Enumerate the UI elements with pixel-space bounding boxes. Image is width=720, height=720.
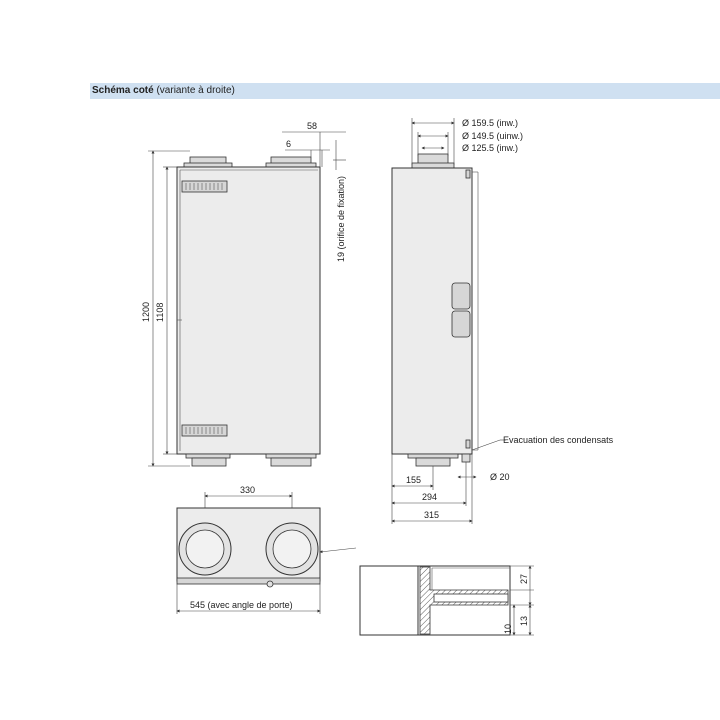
header-title-rest: (variante à droite) [153, 85, 235, 96]
section-header: Schéma coté (variante à droite) [90, 83, 720, 99]
dim-294-label: 294 [422, 492, 437, 502]
front-top-flange-left [183, 162, 233, 168]
condensate-nozzle [461, 453, 471, 463]
side-bottom-duct [415, 457, 451, 467]
dim-27-label: 27 [519, 574, 529, 584]
front-bottom-flange-right [265, 453, 317, 459]
diam-149-label: Ø 149.5 (uinw.) [462, 131, 523, 141]
front-bottom-grille [181, 424, 228, 437]
condensate-label: Evacuation des condensats [503, 435, 614, 445]
side-view: Evacuation des condensats Ø 159.5 (inw.)… [391, 118, 614, 524]
dim-58-label: 58 [307, 121, 317, 131]
side-handle-lower [451, 310, 471, 338]
diam-125-label: Ø 125.5 (inw.) [462, 143, 518, 153]
bottom-view: 330 545 (avec angle de porte) [176, 485, 357, 614]
side-top-duct [417, 153, 449, 165]
front-top-grille [181, 180, 228, 193]
dim-20-label: Ø 20 [490, 472, 510, 482]
front-top-flange-right [265, 162, 317, 168]
front-view: 58 6 19 (orifice de fixation) 1200 1108 [141, 121, 346, 467]
side-handle-upper [451, 282, 471, 310]
side-top-flange [411, 162, 455, 169]
dim-330-label: 330 [240, 485, 255, 495]
dim-6-label: 6 [286, 139, 291, 149]
front-bottom-flange-left [185, 453, 231, 459]
header-title-bold: Schéma coté [92, 85, 154, 96]
dim-1108-label: 1108 [155, 303, 165, 322]
dim-545-label: 545 (avec angle de porte) [190, 600, 293, 610]
side-bottom-flange [407, 453, 459, 459]
dim-315-label: 315 [424, 510, 439, 520]
dim-10-label: 10 [503, 624, 513, 634]
diam-159-label: Ø 159.5 (inw.) [462, 118, 518, 128]
dim-13-label: 13 [519, 616, 529, 626]
front-bottom-collar-left [191, 457, 227, 467]
dim-19-label: 19 (orifice de fixation) [336, 176, 346, 262]
bottom-door-edge [176, 577, 321, 585]
front-cabinet [176, 166, 321, 455]
detail-view: 27 10 13 [359, 565, 534, 636]
dim-1200-label: 1200 [141, 302, 151, 322]
dim-155-label: 155 [406, 475, 421, 485]
front-bottom-collar-right [270, 457, 312, 467]
